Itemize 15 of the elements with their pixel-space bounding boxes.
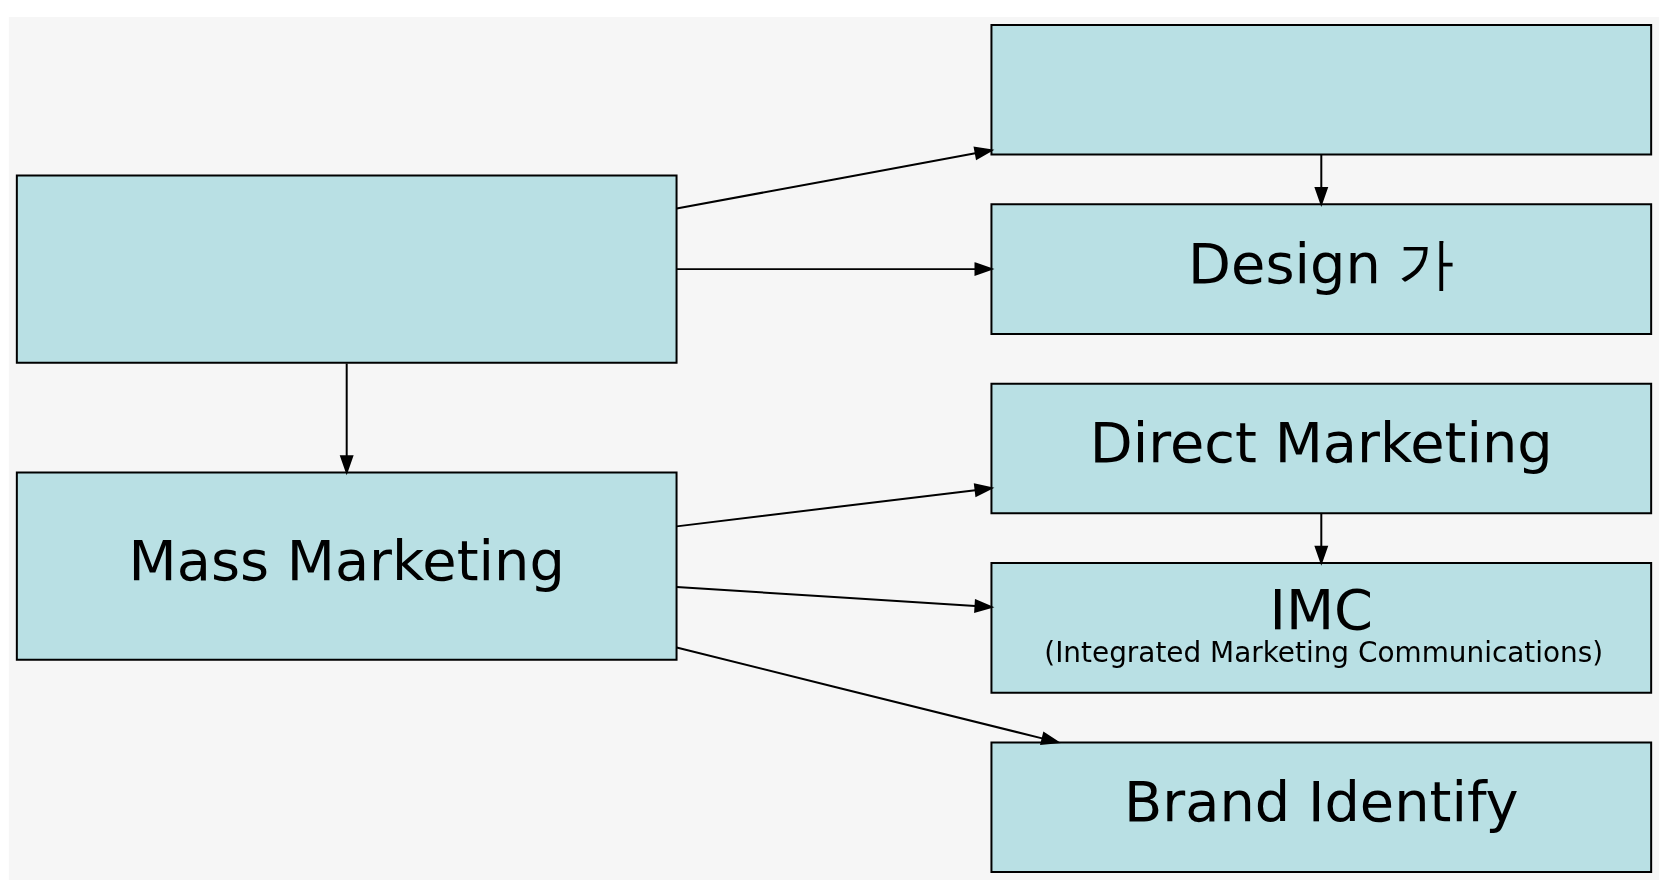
arrow	[675, 261, 995, 276]
arrow	[1314, 512, 1329, 566]
arrow	[675, 585, 995, 613]
node-box: Direct Marketing	[990, 382, 1653, 514]
arrow	[675, 146, 995, 209]
arrow	[675, 482, 995, 527]
arrow	[339, 362, 354, 475]
node-box: Mass Marketing	[15, 470, 678, 661]
arrow	[1314, 153, 1329, 207]
node-box: Brand Identify	[990, 741, 1653, 873]
node-box	[15, 173, 678, 364]
node-box: IMC (Integrated Marketing Communications)	[990, 561, 1653, 694]
node-box: Design 가	[990, 202, 1653, 335]
arrow	[675, 646, 1062, 745]
node-box	[990, 23, 1653, 155]
